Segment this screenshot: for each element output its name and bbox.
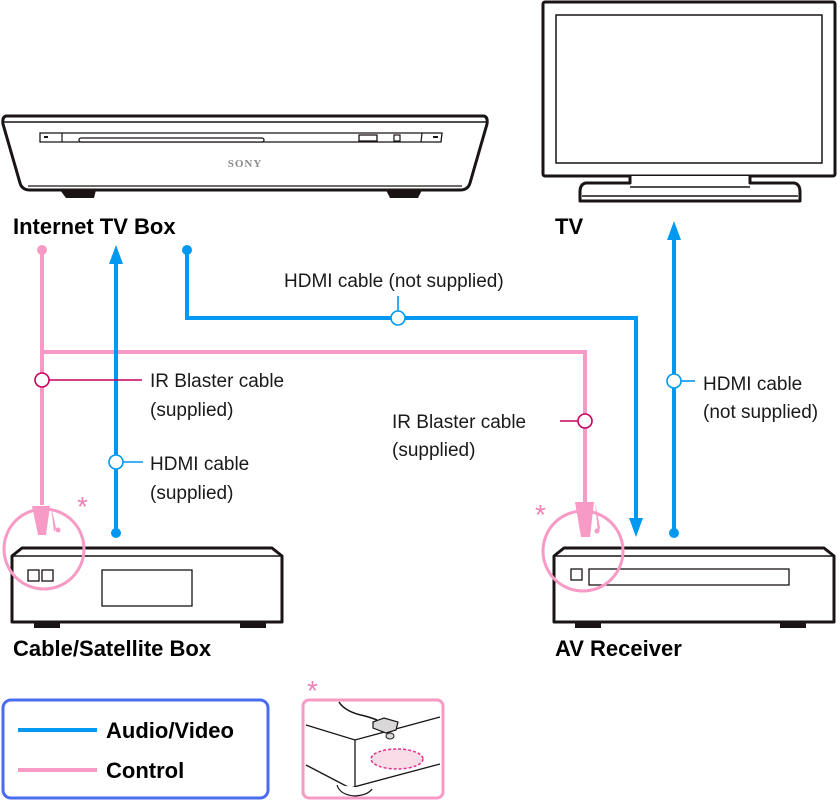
box-foot (60, 190, 96, 198)
display-panel (588, 568, 790, 586)
ir-blaster-emitter (594, 528, 600, 534)
ir-blaster-head (32, 506, 50, 535)
asterisk-marker: * (535, 499, 546, 530)
cable-tag-ring (34, 372, 50, 388)
indicator (570, 568, 583, 581)
box-foot (34, 622, 60, 628)
ir-blaster-label-sub: (supplied) (150, 400, 233, 421)
ir-blaster-placement-inset: * (301, 675, 445, 800)
indicator (41, 569, 54, 582)
ir-blaster-emitter (55, 527, 61, 533)
device-foot (336, 784, 373, 797)
cable-tag-hdmi-not-supplied-top: HDMI cable (not supplied) (284, 271, 504, 326)
ir-blaster-attachment-right: * (535, 499, 625, 593)
display-panel (101, 569, 193, 607)
internet-tv-box-device: SONY (1, 114, 489, 198)
highlight-circle (541, 509, 625, 593)
ir-blaster-emitter (385, 732, 395, 740)
hdmi-cable-label: HDMI cable (150, 454, 249, 475)
av-endpoint-dot (111, 528, 121, 538)
arrow-up-icon (109, 245, 123, 264)
hdmi-cable-label-sub: (not supplied) (703, 402, 818, 423)
highlight-circle (2, 507, 86, 591)
arrow-down-icon (629, 518, 643, 537)
ir-blaster-head (575, 502, 594, 537)
cable-tag-ring (390, 310, 406, 326)
hdmi-cable-label-sub: (supplied) (150, 483, 233, 504)
usb-port (358, 134, 378, 142)
indicator (27, 569, 40, 582)
box-foot (575, 622, 601, 628)
tv-device (541, 0, 837, 203)
av-endpoint-dot (669, 528, 679, 538)
internet-tv-box-label: Internet TV Box (13, 214, 176, 239)
cable-tag-ir-right: IR Blaster cable (supplied) (392, 412, 593, 461)
strip-divider (420, 132, 423, 143)
tv-screen (555, 14, 823, 164)
cable-tag-hdmi-not-supplied-right: HDMI cable (not supplied) (666, 373, 818, 423)
ir-blaster-label-sub: (supplied) (392, 440, 475, 461)
internet-tv-box-body (1, 114, 489, 192)
ir-blaster-label: IR Blaster cable (392, 412, 526, 433)
asterisk-marker: * (77, 491, 88, 522)
av-receiver-device (552, 546, 836, 628)
ir-cable-wire (338, 701, 378, 721)
box-foot (780, 622, 806, 628)
tv-stand (578, 176, 802, 203)
cable-satellite-box-label: Cable/Satellite Box (13, 636, 212, 661)
legend: Audio/Video Control (1, 698, 270, 800)
ir-blaster-head (372, 717, 399, 734)
legend-label-control: Control (106, 758, 184, 783)
ir-blaster-clip (51, 506, 56, 532)
ir-blaster-cable-right (42, 350, 587, 505)
cable-tag-hdmi-supplied: HDMI cable (supplied) (108, 454, 249, 504)
cable-tag-ring (666, 373, 682, 389)
legend-box (1, 698, 270, 800)
arrow-up-icon (667, 221, 681, 240)
legend-label-audio-video: Audio/Video (106, 718, 234, 743)
ir-sensor-area (370, 748, 424, 770)
tv-label: TV (555, 214, 583, 239)
hdmi-cable-label: HDMI cable (703, 374, 802, 395)
inset-frame (301, 698, 445, 800)
ir-blaster-clip (595, 502, 600, 533)
av-receiver-label: AV Receiver (555, 636, 682, 661)
cable-tag-ir-left: IR Blaster cable (supplied) (34, 371, 284, 421)
hdmi-cable-label: HDMI cable (not supplied) (284, 271, 504, 292)
box-foot (240, 622, 266, 628)
ir-blaster-label: IR Blaster cable (150, 371, 284, 392)
ir-blaster-attachment-left: * (2, 491, 88, 591)
sony-logo: SONY (228, 158, 263, 170)
asterisk-marker: * (307, 675, 318, 706)
cable-tag-ring (577, 413, 593, 429)
hdmi-cable-tvbox-to-receiver (185, 250, 638, 518)
power-button (393, 134, 401, 142)
disc-slot (78, 137, 265, 143)
cable-tag-ring (108, 454, 124, 470)
box-foot (386, 190, 422, 198)
